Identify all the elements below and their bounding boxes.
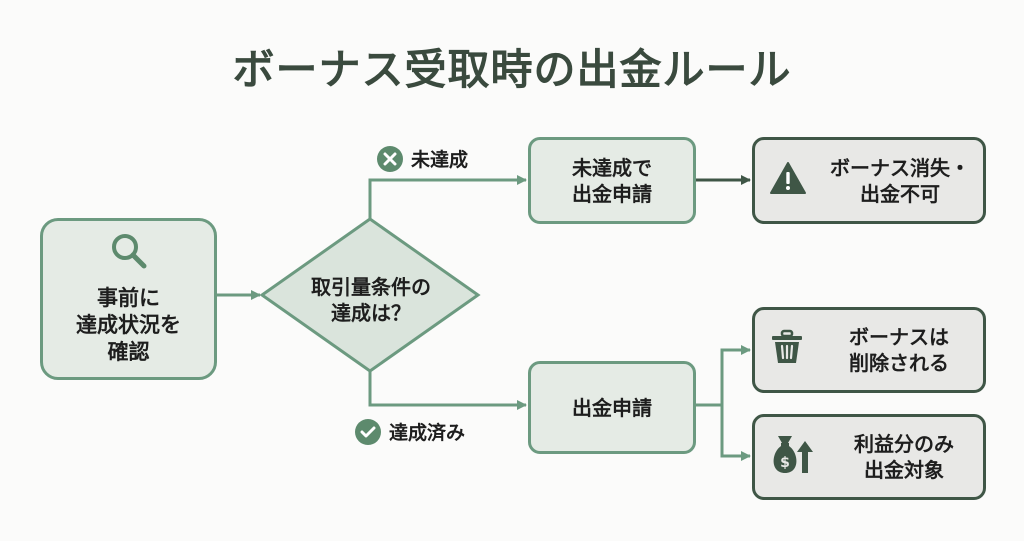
node-withdraw: 出金申請 (528, 361, 696, 454)
warning-icon (769, 161, 807, 201)
node-bonus-deleted: ボーナスは 削除される (752, 307, 986, 393)
svg-text:$: $ (780, 455, 790, 471)
branch-label-unmet-text: 未達成 (411, 149, 469, 171)
node-unmet-withdraw: 未達成で 出金申請 (528, 137, 696, 224)
node-check-status-line-3: 確認 (107, 340, 150, 365)
node-check-status-line-1: 事前に (97, 285, 160, 310)
node-check-status-line-2: 達成状況を (76, 313, 181, 337)
branch-label-met-text: 達成済み (389, 422, 466, 444)
node-bonus-deleted-line-2: 削除される (849, 351, 949, 375)
connector-apply-to-profit (720, 350, 751, 461)
decision-line-2: 達成は？ (331, 301, 411, 325)
decision-label: 取引量条件の 達成は？ (262, 274, 480, 326)
money-bag-up-icon: $ (769, 433, 815, 481)
node-profit-only: $ 利益分のみ 出金対象 (752, 414, 986, 500)
node-withdraw-line-1: 出金申請 (572, 395, 652, 420)
connector-decision-to-apply (368, 371, 527, 410)
decision-line-1: 取引量条件の (311, 275, 431, 299)
node-unmet-line-1: 未達成で (572, 155, 652, 180)
branch-label-met: 達成済み (355, 418, 465, 445)
node-bonus-deleted-line-1: ボーナスは (849, 325, 949, 349)
page-title: ボーナス受取時の出金ルール (232, 45, 792, 94)
node-bonus-lost: ボーナス消失・ 出金不可 (752, 137, 986, 224)
node-check-status: 事前に 達成状況を 確認 (40, 218, 217, 380)
node-profit-only-line-1: 利益分のみ (854, 432, 954, 456)
node-profit-only-line-2: 出金対象 (864, 458, 944, 482)
node-bonus-lost-line-1: ボーナス消失・ (830, 155, 970, 180)
branch-label-unmet: 未達成 (377, 145, 468, 172)
trash-icon (769, 329, 805, 371)
connector-apply-to-deleted (720, 345, 751, 455)
search-icon (109, 231, 149, 278)
check-circle-icon (355, 418, 381, 445)
connector-decision-to-unmet (368, 175, 527, 219)
node-bonus-lost-line-2: 出金不可 (860, 181, 940, 206)
x-circle-icon (377, 145, 403, 172)
node-unmet-line-2: 出金申請 (572, 181, 652, 206)
